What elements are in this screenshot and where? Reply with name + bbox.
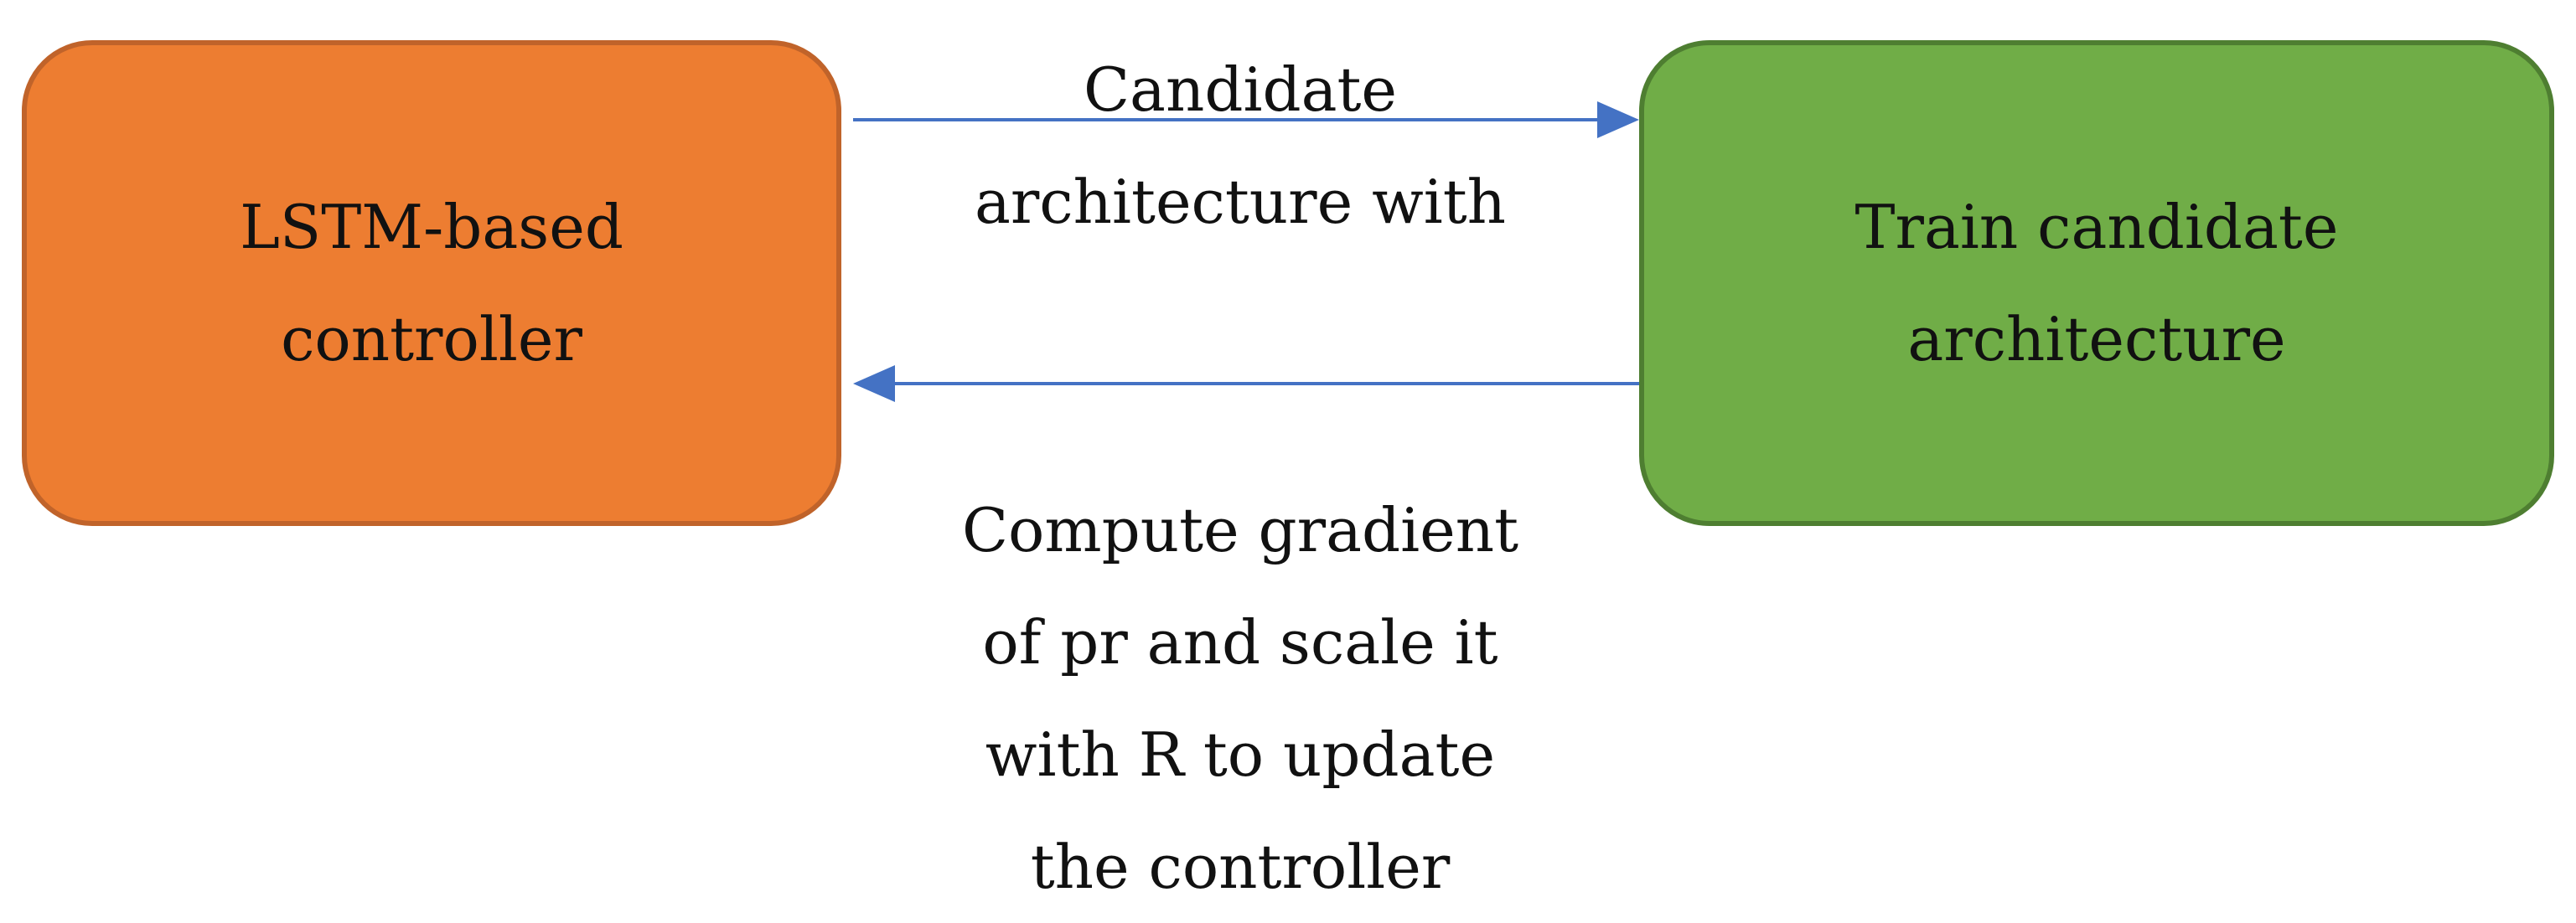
controller-node: LSTM-based controller	[22, 40, 841, 526]
forward-edge-label: Candidate architecture with	[905, 34, 1575, 258]
backward-edge-label: Compute gradient of pr and scale it with…	[905, 474, 1575, 923]
forward-edge-label-line: Candidate	[1083, 54, 1398, 125]
train-candidate-node-label: Train candidate architecture	[1855, 171, 2339, 395]
backward-arrowhead	[853, 365, 895, 402]
backward-arrow	[853, 365, 1639, 402]
train-candidate-node-label-line: architecture	[1907, 304, 2286, 374]
backward-edge-label-line: Compute gradient	[961, 495, 1519, 565]
train-candidate-node-label-line: Train candidate	[1854, 192, 2339, 262]
controller-node-label-line: controller	[281, 304, 582, 374]
backward-edge-label-line: the controller	[1030, 832, 1451, 902]
forward-edge-label-line: architecture with	[974, 167, 1507, 237]
backward-edge-label-line: of pr and scale it	[982, 607, 1498, 678]
train-candidate-node: Train candidate architecture	[1639, 40, 2554, 526]
forward-arrowhead	[1597, 101, 1639, 138]
backward-edge-label-line: with R to update	[985, 719, 1496, 790]
controller-node-label: LSTM-based controller	[240, 171, 623, 395]
controller-node-label-line: LSTM-based	[240, 192, 623, 262]
